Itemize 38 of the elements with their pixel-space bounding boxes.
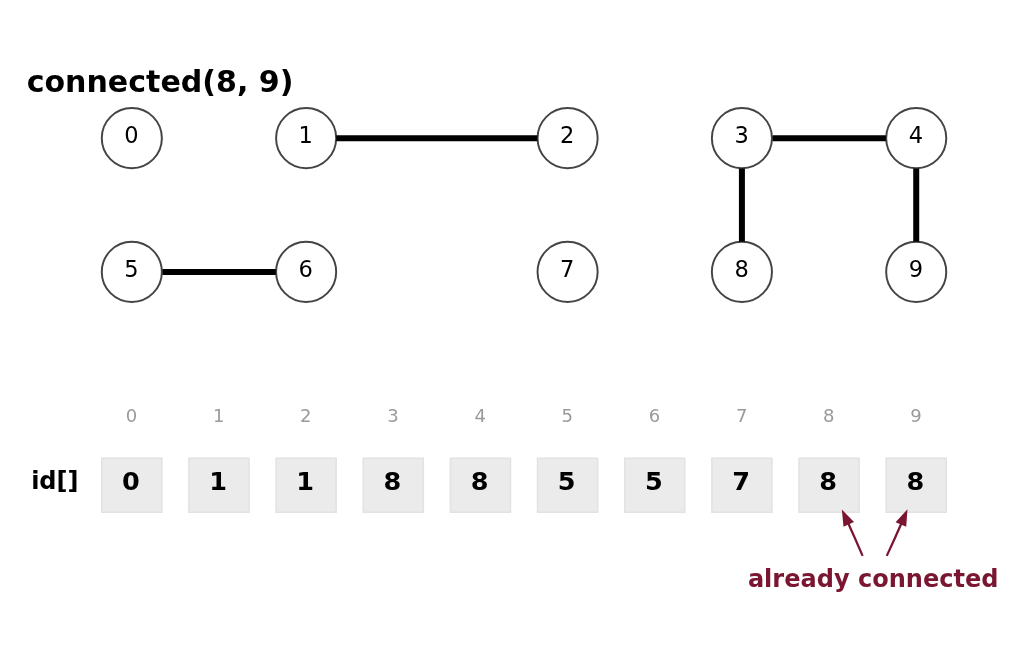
node-circle: 5 xyxy=(100,240,163,303)
node-text: already connected xyxy=(747,564,999,593)
node-circle: 9 xyxy=(885,240,948,303)
node-label: 8 xyxy=(823,404,835,426)
node-box: 8 xyxy=(885,456,948,513)
label: id[] xyxy=(31,466,79,495)
node-box: 5 xyxy=(623,456,686,513)
node-label: 3 xyxy=(387,404,399,426)
node-box: 8 xyxy=(798,456,860,513)
node-box: 1 xyxy=(188,456,250,513)
node-box: 8 xyxy=(449,456,512,513)
node-label: 1 xyxy=(212,404,225,426)
node-circle: 2 xyxy=(536,106,599,169)
arrow xyxy=(841,508,864,556)
node-box: 1 xyxy=(275,456,337,513)
node-box: 5 xyxy=(536,456,599,513)
node-label: 2 xyxy=(300,404,312,426)
node-label: 0 xyxy=(125,404,138,426)
node-circle: 0 xyxy=(100,106,163,169)
node-label: 6 xyxy=(648,404,661,426)
node-circle: 7 xyxy=(536,240,599,303)
node-box: 7 xyxy=(711,456,773,513)
node-circle: 1 xyxy=(275,106,338,169)
node-label: 5 xyxy=(561,404,574,426)
node-circle: 3 xyxy=(710,106,773,169)
connector xyxy=(772,134,886,141)
connector xyxy=(162,268,276,275)
node-label: 4 xyxy=(474,404,486,426)
node-box: 0 xyxy=(101,456,163,513)
node-label: 9 xyxy=(910,404,922,426)
node-circle: 8 xyxy=(710,240,773,303)
node-box: 8 xyxy=(362,456,425,513)
node-circle: 6 xyxy=(275,240,338,303)
node-label: 7 xyxy=(735,404,748,426)
node-circle: 4 xyxy=(885,106,948,169)
diagram-title: connected(8, 9) xyxy=(26,63,294,99)
arrow xyxy=(885,508,908,556)
connector xyxy=(336,134,538,141)
